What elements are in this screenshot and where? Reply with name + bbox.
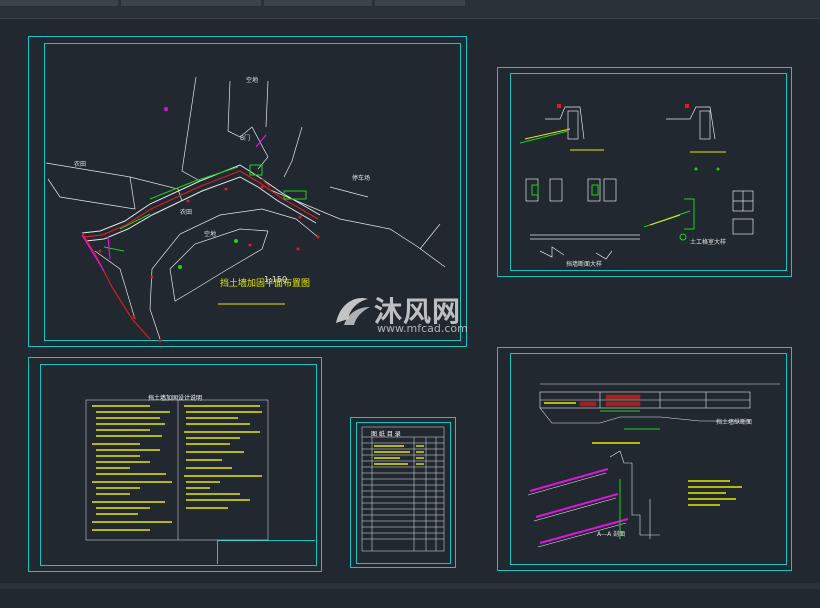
section-label: A—A 剖面 [597, 531, 626, 538]
plan-label: 空地 [204, 231, 217, 238]
index-drawing [361, 426, 445, 552]
sheet-notes-frame [40, 364, 317, 566]
sheet-details-frame [510, 73, 787, 271]
drawing-canvas[interactable]: 农田 空地 农田 停车场 B门 空地 挡土墙加固平面布置图 1:150 [0, 19, 820, 583]
notes-drawing [85, 399, 269, 541]
watermark-brand: 沐风网 [374, 295, 462, 328]
file-tab[interactable] [375, 0, 465, 6]
section-drawing [527, 383, 780, 548]
status-bar [0, 583, 820, 589]
watermark: 沐风网 www.mfcad.com [330, 289, 500, 337]
details-label: 挡墙断面大样 [566, 261, 603, 268]
plan-scale: 1:150 [264, 275, 288, 284]
section-label: 挡土墙纵断面 [716, 419, 753, 426]
plan-label: 停车场 [352, 175, 371, 182]
sheet-plan[interactable] [28, 36, 467, 347]
sheet-details[interactable] [497, 67, 792, 277]
sheet-notes[interactable] [28, 357, 322, 572]
top-toolbar [0, 0, 820, 19]
plan-title: 挡土墙加固平面布置图 [220, 279, 311, 289]
sheet-index-frame [356, 422, 451, 564]
details-label: 土工格室大样 [690, 239, 727, 246]
file-tab[interactable] [121, 0, 261, 6]
notes-title: 挡土墙加固设计说明 [148, 395, 203, 402]
plan-drawing [45, 76, 446, 343]
index-title: 图 纸 目 录 [371, 431, 401, 438]
plan-label: 农田 [74, 161, 87, 168]
plan-label: 空地 [246, 77, 259, 84]
sheet-section-frame [510, 353, 787, 565]
plan-label: B门 [240, 135, 251, 142]
notes-title-block [217, 540, 315, 564]
mfcad-logo-icon [336, 298, 370, 325]
watermark-url: www.mfcad.com [377, 322, 468, 335]
details-drawing [519, 104, 754, 260]
file-tab[interactable] [0, 0, 118, 6]
plan-label: 农田 [180, 209, 193, 216]
sheet-index[interactable] [350, 417, 456, 568]
file-tab[interactable] [264, 0, 372, 6]
sheet-section[interactable] [497, 347, 792, 571]
sheet-plan-frame [44, 43, 461, 341]
